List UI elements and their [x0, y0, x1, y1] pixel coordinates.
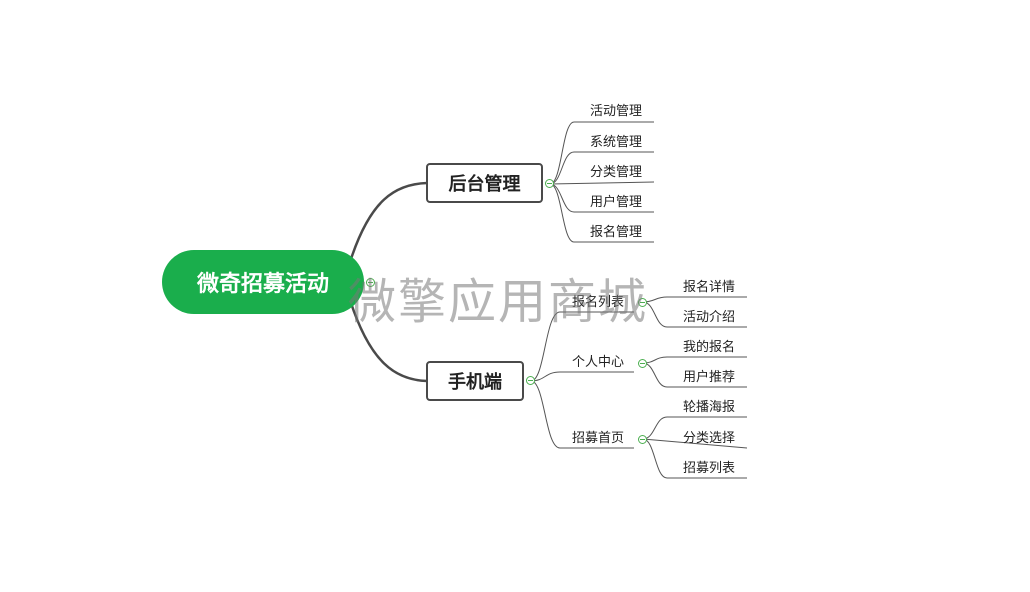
group-0-item-1[interactable]: 活动介绍 [683, 310, 736, 325]
branch-backend-label: 后台管理 [448, 174, 521, 195]
group-0-collapse-icon[interactable] [638, 298, 647, 307]
group-1-item-1[interactable]: 用户推荐 [683, 370, 736, 385]
root-node[interactable]: 微奇招募活动 [162, 250, 364, 314]
backend-item-1[interactable]: 系统管理 [590, 135, 643, 150]
group-2-item-0[interactable]: 轮播海报 [683, 400, 736, 415]
group-2-collapse-icon[interactable] [638, 435, 647, 444]
branch-backend[interactable]: 后台管理 [426, 163, 543, 203]
mobile-group-0[interactable]: 报名列表 [572, 295, 625, 310]
mobile-group-2[interactable]: 招募首页 [572, 431, 625, 446]
backend-item-0[interactable]: 活动管理 [590, 104, 643, 119]
root-collapse-icon[interactable] [366, 278, 375, 287]
group-2-item-2[interactable]: 招募列表 [683, 461, 736, 476]
branch-mobile-label: 手机端 [448, 372, 502, 393]
mobile-collapse-icon[interactable] [526, 376, 535, 385]
group-1-item-0[interactable]: 我的报名 [683, 340, 736, 355]
group-2-item-1[interactable]: 分类选择 [683, 431, 736, 446]
backend-item-2[interactable]: 分类管理 [590, 165, 643, 180]
backend-item-4[interactable]: 报名管理 [590, 225, 643, 240]
branch-mobile[interactable]: 手机端 [426, 361, 524, 401]
group-1-collapse-icon[interactable] [638, 359, 647, 368]
backend-item-3[interactable]: 用户管理 [590, 195, 643, 210]
group-0-item-0[interactable]: 报名详情 [683, 280, 736, 295]
mobile-group-1[interactable]: 个人中心 [572, 355, 625, 370]
backend-collapse-icon[interactable] [545, 179, 554, 188]
root-label: 微奇招募活动 [196, 272, 329, 297]
